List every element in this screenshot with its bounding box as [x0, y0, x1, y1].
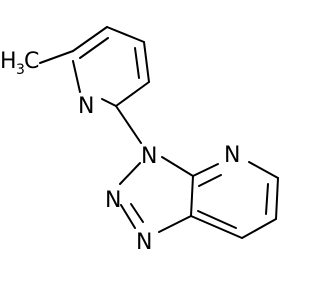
- bond-c4-c3-inner: [134, 47, 140, 79]
- bond-c6-c5-inner: [79, 37, 109, 59]
- methyl-label-subscript: 3: [16, 62, 25, 78]
- fused-pyridine-ring: [190, 161, 279, 239]
- bond-c5-c6: [275, 177, 279, 220]
- bond-c3a-n4-inner: [198, 174, 222, 187]
- bond-n1-c7a: [158, 215, 192, 233]
- methyl-label-h: H: [0, 49, 17, 74]
- pyridine-n-label: N: [78, 94, 94, 119]
- bond-n2-n1: [120, 204, 136, 229]
- bond-c3a-n3: [161, 156, 194, 177]
- bond-c6-c5: [72, 26, 108, 52]
- bond-c7-c7a-inner: [197, 210, 237, 229]
- bond-n4-c5: [248, 161, 279, 179]
- bond-n3-n2: [119, 162, 141, 185]
- bond-c2-n1: [101, 98, 117, 107]
- bond-c7-c7a: [190, 215, 243, 239]
- bond-c3-c2: [115, 81, 150, 107]
- bond-n2-n1-inner: [130, 203, 144, 223]
- methylpyridine-ring: [39, 26, 150, 107]
- bond-pyridyl-n3: [115, 105, 142, 144]
- bond-n1-c6: [72, 60, 81, 93]
- triazole-ring: [119, 156, 194, 233]
- fused-pyridine-n-label: N: [224, 143, 240, 168]
- structure-canvas: H 3 C N N N N N: [0, 26, 279, 255]
- bond-c3a-n4: [192, 163, 219, 177]
- triazole-n1-label: N: [136, 230, 152, 255]
- triazole-n2-label: N: [105, 188, 121, 213]
- bond-c5-c4: [106, 26, 145, 43]
- triazole-n3-label: N: [141, 144, 157, 169]
- bond-c6-c7: [241, 218, 277, 239]
- bond-c4-c3: [143, 41, 150, 83]
- atom-labels: H 3 C N N N N N: [0, 49, 240, 255]
- bond-c7a-c3a: [190, 175, 194, 217]
- bond-c5-c6-inner: [265, 183, 269, 215]
- methyl-label-c: C: [24, 49, 39, 74]
- bond-methyl-c6: [39, 50, 74, 64]
